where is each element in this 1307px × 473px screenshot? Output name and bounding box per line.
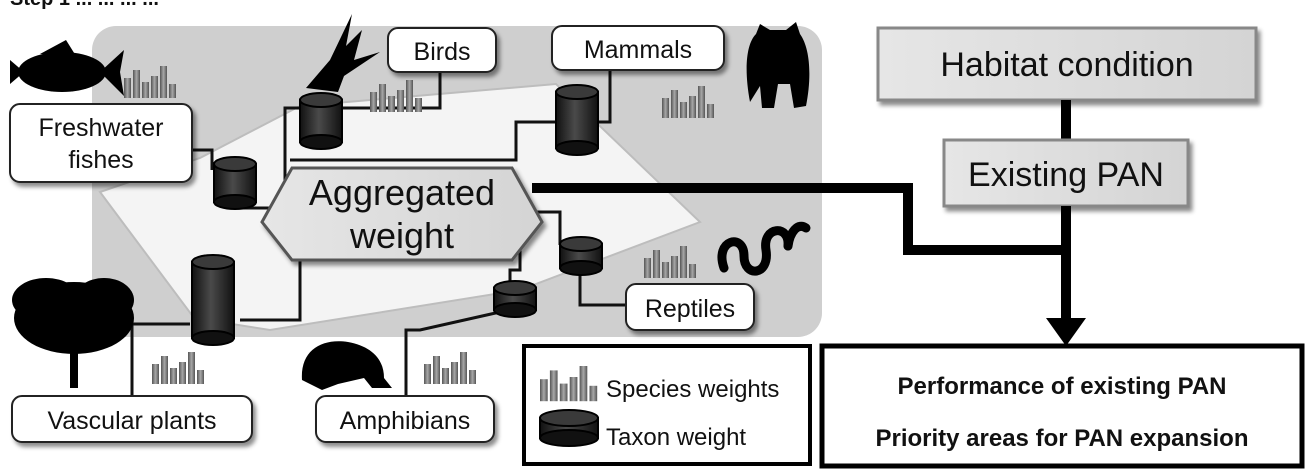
header-text: Step 1 ... ... ... ... — [10, 0, 159, 10]
taxon-box-amphibians: Amphibians — [316, 396, 494, 442]
legend-cylinder-icon — [540, 410, 598, 446]
taxon-label-fishes-line2: fishes — [68, 146, 133, 174]
existing-pan-label: Existing PAN — [968, 156, 1164, 194]
taxon-label-fishes-line1: Freshwater — [38, 114, 163, 142]
outputs-box: Performance of existing PAN Priority are… — [822, 346, 1302, 466]
habitat-condition-label: Habitat condition — [940, 46, 1193, 84]
taxon-cylinder-mammals — [556, 85, 598, 155]
taxon-label-mammals: Mammals — [584, 36, 692, 64]
taxon-box-birds: Birds — [388, 28, 496, 72]
taxon-box-reptiles: Reptiles — [626, 284, 754, 330]
output-performance: Performance of existing PAN — [898, 373, 1227, 400]
taxon-cylinder-reptiles — [560, 237, 602, 275]
legend: Species weights Taxon weight — [524, 346, 810, 464]
aggregated-weight-line1: Aggregated — [309, 172, 495, 213]
aggregated-weight-line2: weight — [349, 215, 454, 256]
taxon-cylinder-plants — [192, 255, 234, 345]
species-bars-amphibians — [424, 352, 476, 384]
taxon-cylinder-birds — [300, 93, 342, 149]
tree-icon — [12, 278, 134, 388]
taxon-label-birds: Birds — [414, 38, 471, 66]
taxon-label-amphibians: Amphibians — [340, 407, 471, 435]
frog-icon — [302, 341, 392, 390]
species-bars-plants — [152, 352, 204, 384]
output-arrowhead — [1046, 318, 1086, 346]
taxon-label-reptiles: Reptiles — [645, 295, 735, 323]
taxon-label-vascular-plants: Vascular plants — [47, 407, 216, 435]
taxon-box-vascular-plants: Vascular plants — [12, 396, 252, 442]
taxon-cylinder-amphibians — [494, 281, 536, 317]
taxon-box-freshwater-fishes: Freshwater fishes — [10, 104, 192, 182]
taxon-cylinder-fishes — [214, 157, 256, 209]
legend-species-weights: Species weights — [606, 376, 779, 403]
taxon-box-mammals: Mammals — [552, 26, 724, 70]
output-priority: Priority areas for PAN expansion — [875, 425, 1248, 452]
legend-taxon-weight: Taxon weight — [606, 424, 746, 451]
